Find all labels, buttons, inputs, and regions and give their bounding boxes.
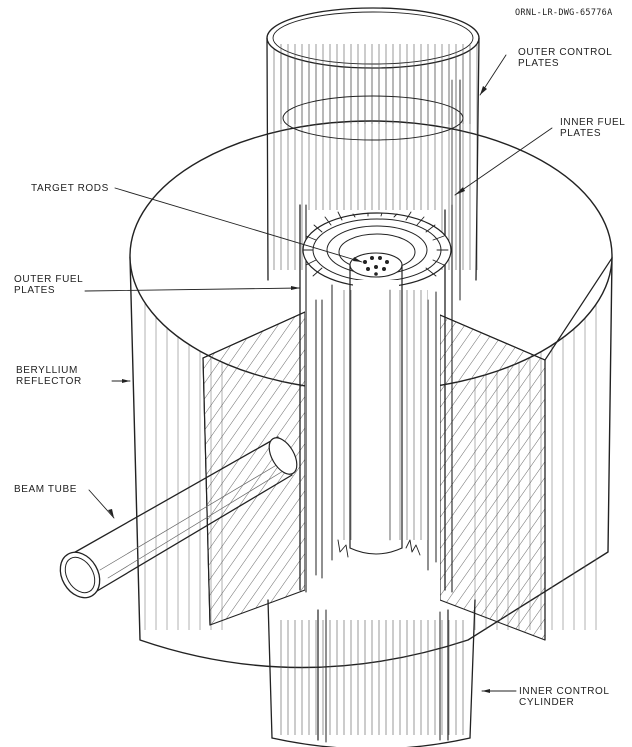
leader-beam-tube [88,489,115,519]
beam-tube [59,436,298,599]
label-line: PLATES [14,285,56,296]
label-line: OUTER CONTROL [518,47,613,58]
leader-outer-fuel-plates [84,287,301,292]
label-beam-tube: BEAM TUBE [14,484,77,495]
label-outer-control-plates: OUTER CONTROL PLATES [518,47,612,69]
label-line: CYLINDER [519,697,575,708]
reflector-cut-face-right [439,314,546,641]
label-outer-fuel-plates: OUTER FUEL PLATES [14,274,83,296]
label-inner-control-cylinder: INNER CONTROL CYLINDER [519,686,610,708]
label-line: PLATES [518,58,560,69]
target-rods [363,256,389,276]
label-target-rods: TARGET RODS [31,183,109,194]
leader-lines [84,54,553,692]
label-line: REFLECTOR [16,376,82,387]
label-line: INNER CONTROL [519,686,610,697]
label-beryllium-reflector: BERYLLIUM REFLECTOR [16,365,82,387]
label-line: TARGET RODS [31,183,109,194]
label-line: OUTER FUEL [14,274,84,285]
label-line: BERYLLIUM [16,365,78,376]
label-inner-fuel-plates: INNER FUEL PLATES [560,117,625,139]
label-line: BEAM TUBE [14,484,78,495]
leader-inner-fuel-plates [454,127,553,196]
label-line: INNER FUEL [560,117,626,128]
beryllium-reflector-body [129,120,613,669]
fuel-plates-core [299,204,453,605]
inner-control-cylinder [267,599,476,747]
leader-target-rods [114,187,363,263]
label-line: PLATES [560,128,602,139]
drawing-number: ORNL-LR-DWG-65776A [515,8,613,18]
